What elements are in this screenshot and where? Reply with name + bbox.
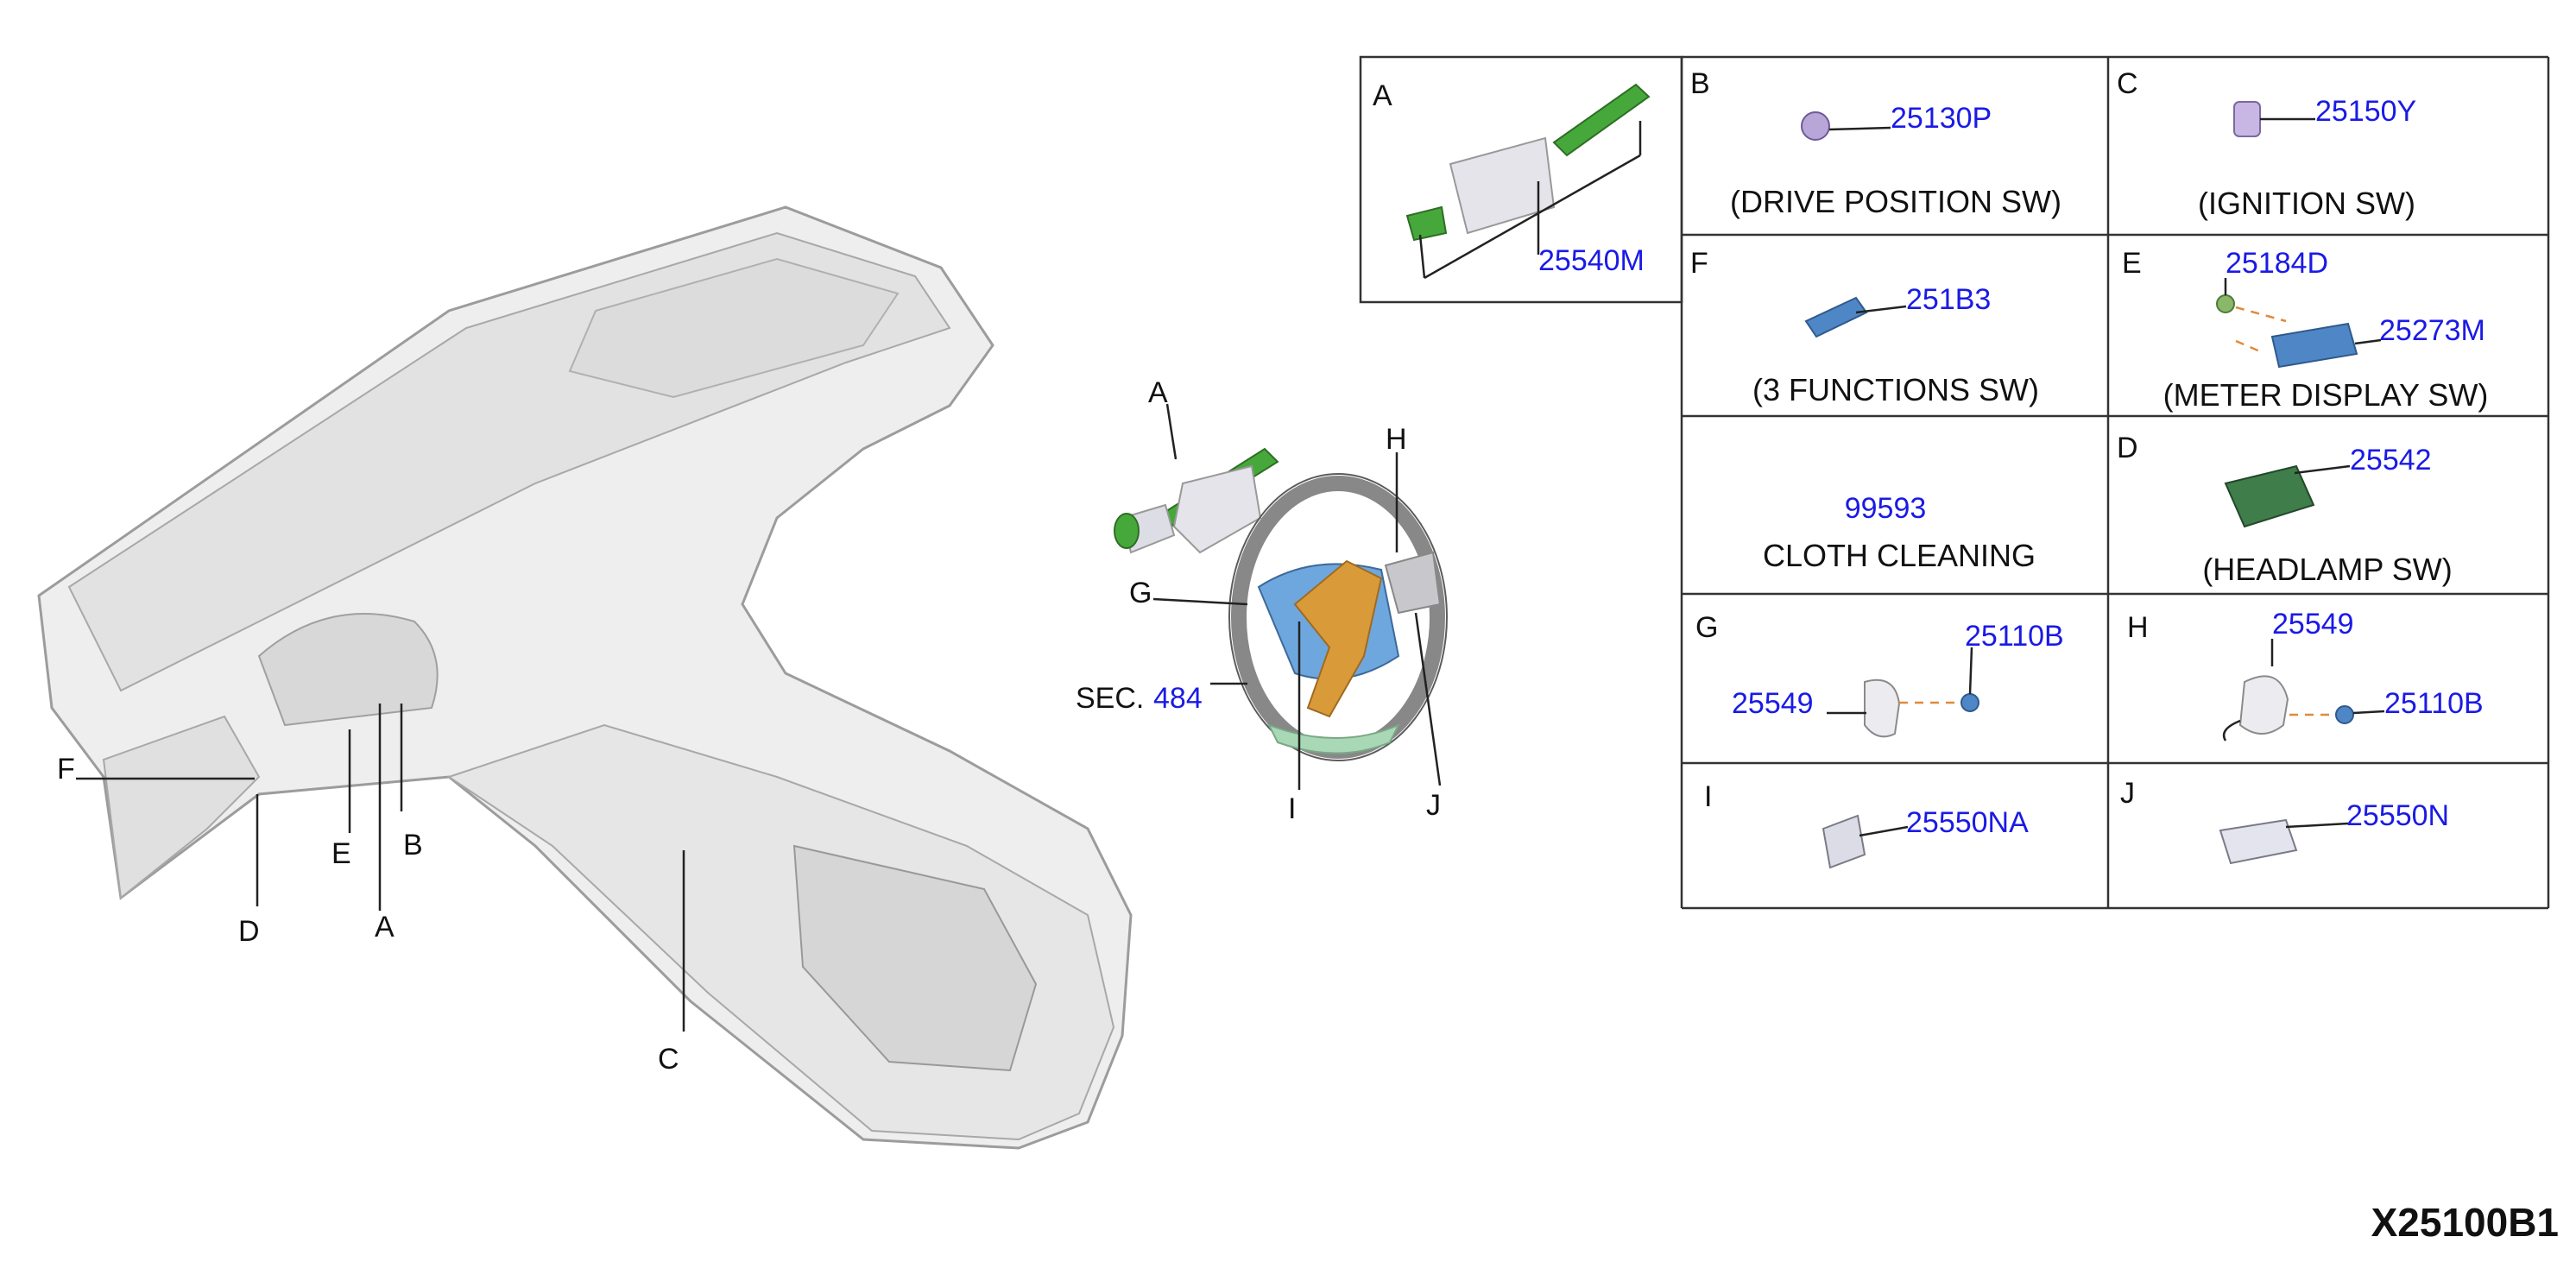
sec-label: SEC.: [1076, 682, 1144, 715]
part-number-25110B-h[interactable]: 25110B: [2384, 687, 2484, 720]
part-number-25110B-g[interactable]: 25110B: [1965, 620, 2064, 653]
wheel-callout-H: H: [1386, 423, 1407, 456]
panel-g: G 25110B 25549: [1695, 611, 2064, 738]
screw-icon: [1960, 693, 1979, 712]
dashboard-console-detail: [792, 844, 1038, 1072]
dash-callout-F: F: [57, 753, 75, 786]
three-functions-switch-icon: [1804, 296, 1868, 338]
steering-switch-right-icon: [2219, 818, 2298, 865]
part-number-99593[interactable]: 99593: [1845, 492, 1927, 525]
panel-f-caption: (3 FUNCTIONS SW): [1752, 372, 2039, 407]
panel-i: I 25550NA: [1704, 780, 2029, 869]
dashboard-left-wing: [102, 715, 261, 899]
part-number-25542[interactable]: 25542: [2350, 444, 2432, 476]
wheel-callout-I: I: [1288, 792, 1296, 825]
panel-b: B 25130P (DRIVE POSITION SW): [1690, 67, 2061, 219]
panel-h-letter: H: [2127, 611, 2149, 644]
diagram-code: X25100B1: [2371, 1200, 2559, 1245]
dashboard-cluster-hood: [257, 613, 439, 727]
wheel-callout-J: J: [1426, 789, 1441, 822]
panel-j-letter: J: [2120, 777, 2135, 810]
dash-callout-E: E: [331, 837, 351, 870]
screw-icon: [2335, 705, 2354, 724]
part-number-251B3[interactable]: 251B3: [1906, 283, 1991, 316]
panel-f-letter: F: [1690, 247, 1708, 280]
part-number-25549-h[interactable]: 25549: [2272, 608, 2354, 640]
panel-c-letter: C: [2117, 67, 2138, 100]
drive-position-switch-icon: [1801, 111, 1830, 141]
panel-c: C 25150Y (IGNITION SW): [2117, 67, 2416, 221]
panel-g-letter: G: [1695, 611, 1718, 644]
wheel-callout-A: A: [1148, 376, 1168, 409]
part-number-25184D[interactable]: 25184D: [2226, 247, 2328, 280]
panel-d-letter: D: [2117, 432, 2138, 464]
headlamp-switch-icon: [2224, 464, 2315, 528]
part-number-25550NA[interactable]: 25550NA: [1906, 806, 2029, 839]
dashboard-leaders: [76, 704, 685, 1032]
panel-j: J 25550N: [2120, 777, 2449, 865]
panel-d: D 25542 (HEADLAMP SW): [2117, 432, 2453, 587]
ignition-switch-icon: [2233, 101, 2261, 137]
meter-display-knob-icon: [2216, 294, 2235, 313]
dashboard-glovebox-panel: [568, 257, 900, 399]
dash-callout-A: A: [375, 911, 395, 943]
paddle-switch-left-icon: [1864, 678, 1901, 738]
panel-c-caption: (IGNITION SW): [2198, 186, 2415, 221]
part-number-25550N[interactable]: 25550N: [2346, 799, 2449, 832]
part-number-25273M[interactable]: 25273M: [2379, 314, 2485, 347]
panel-cloth-cleaning: 99593 CLOTH CLEANING: [1763, 492, 2036, 573]
part-number-25549-g[interactable]: 25549: [1732, 687, 1814, 720]
panel-cloth-caption: CLOTH CLEANING: [1763, 538, 2036, 573]
wheel-callout-G: G: [1129, 577, 1152, 609]
panel-e: E 25184D 25273M (METER DISPLAY SW): [2122, 247, 2488, 413]
panel-i-letter: I: [1704, 780, 1712, 813]
part-number-25130P[interactable]: 25130P: [1891, 102, 1992, 135]
panel-f: F 251B3 (3 FUNCTIONS SW): [1690, 247, 2039, 407]
panel-a: A 25540M: [1373, 79, 1651, 280]
parts-grid: [1359, 55, 2550, 910]
panel-d-caption: (HEADLAMP SW): [2202, 552, 2452, 587]
panel-b-caption: (DRIVE POSITION SW): [1730, 184, 2061, 219]
sec-number-484[interactable]: 484: [1153, 682, 1203, 715]
panel-e-caption: (METER DISPLAY SW): [2163, 377, 2489, 413]
steering-switch-left-icon: [1822, 814, 1866, 869]
panel-h: H 25549 25110B: [2127, 608, 2484, 741]
panel-b-letter: B: [1690, 67, 1710, 100]
dash-callout-B: B: [403, 829, 423, 861]
combination-switch-illustration: [1114, 447, 1279, 554]
steering-wheel-illustration: [1228, 473, 1448, 761]
dashboard-illustration: [37, 205, 1133, 1150]
dash-callout-D: D: [238, 915, 260, 948]
part-number-25540M[interactable]: 25540M: [1538, 244, 1645, 277]
wheel-leaders: [1152, 403, 1442, 790]
panel-e-letter: E: [2122, 247, 2142, 280]
part-number-25150Y[interactable]: 25150Y: [2315, 95, 2416, 128]
paddle-switch-right-icon: [2238, 675, 2289, 735]
meter-display-switch-icon: [2270, 322, 2358, 369]
dash-callout-C: C: [658, 1043, 679, 1076]
panel-a-letter: A: [1373, 79, 1392, 112]
